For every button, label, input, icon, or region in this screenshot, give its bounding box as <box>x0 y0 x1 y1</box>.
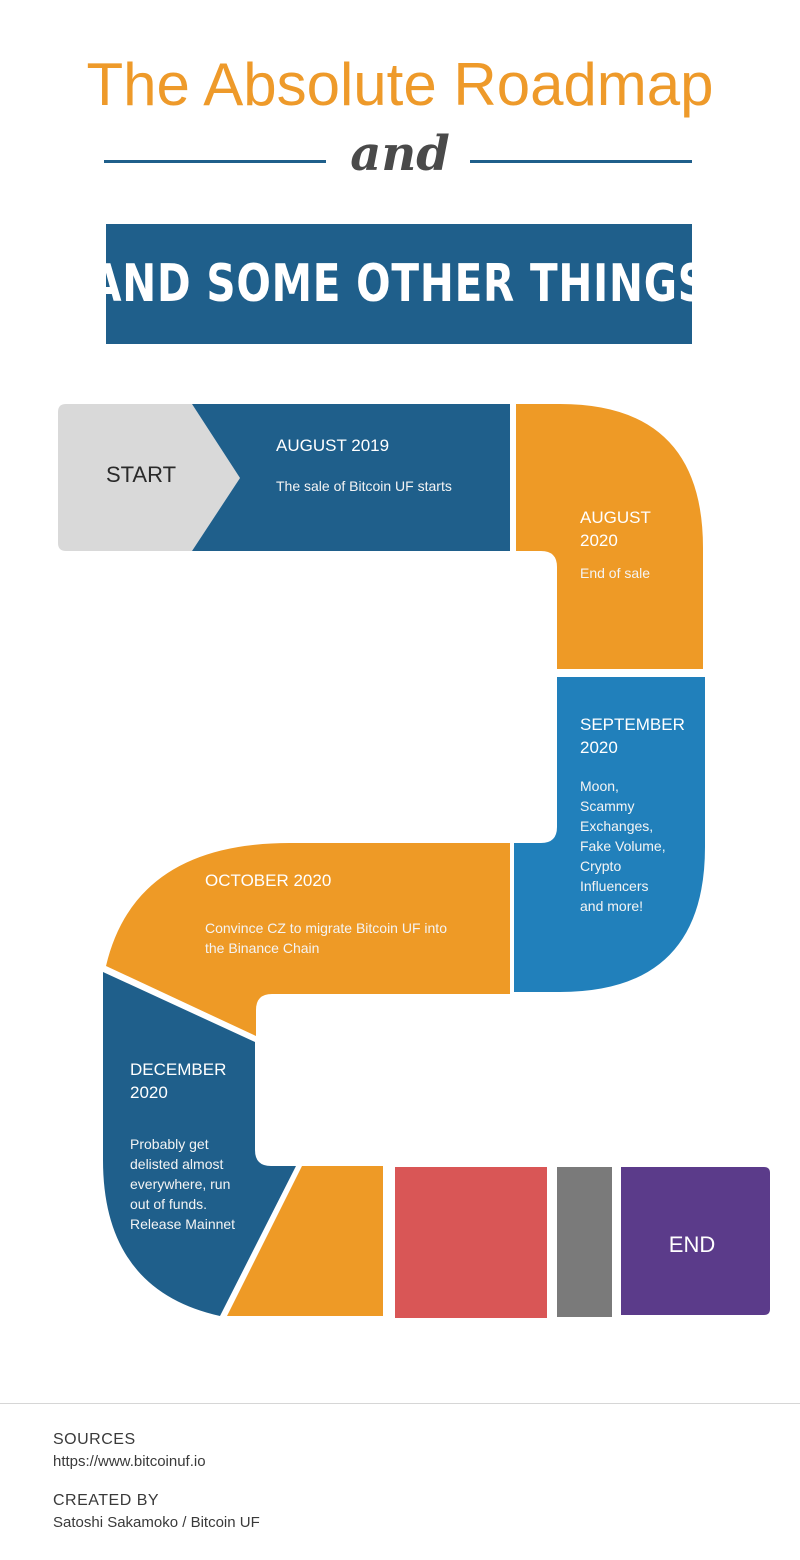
milestone-date-line: AUGUST <box>580 508 651 527</box>
milestone-description-line: Moon, <box>580 778 619 794</box>
segment-red <box>395 1167 547 1318</box>
milestone-description-line: delisted almost <box>130 1156 224 1172</box>
milestone-date: DECEMBER 2020 <box>130 1058 226 1104</box>
milestone-description: The sale of Bitcoin UF starts <box>276 478 452 494</box>
segment-gray <box>557 1167 612 1317</box>
milestone-description: Probably get delisted almost everywhere,… <box>130 1134 235 1234</box>
footer-divider <box>0 1403 800 1404</box>
milestone-description: Moon, Scammy Exchanges, Fake Volume, Cry… <box>580 776 666 916</box>
connector-word: and <box>350 126 450 182</box>
milestone-description: End of sale <box>580 565 651 581</box>
milestone-date: OCTOBER 2020 <box>205 871 332 890</box>
milestone-description-line: Fake Volume, <box>580 838 666 854</box>
start-block <box>58 404 240 551</box>
segment-september-2020 <box>514 677 705 992</box>
title-divider-left <box>104 160 326 163</box>
segment-october-2020 <box>106 843 510 1036</box>
subtitle-banner: AND SOME OTHER THINGS <box>90 224 707 344</box>
milestone-description-line: Convince CZ to migrate Bitcoin UF into <box>205 920 447 936</box>
segment-bottom-orange <box>227 1166 383 1316</box>
milestone-date: AUGUST 2020 <box>580 506 651 552</box>
milestone-date-line: 2020 <box>580 738 618 757</box>
milestone-description-line: Scammy <box>580 798 635 814</box>
roadmap-path <box>58 404 770 1318</box>
milestone-description-line: Release Mainnet <box>130 1216 236 1232</box>
milestone-description-line: Probably get <box>130 1136 209 1152</box>
milestone-date-line: 2020 <box>580 531 618 550</box>
milestone-description-line: Crypto <box>580 858 622 874</box>
milestone-description-line: everywhere, run <box>130 1176 231 1192</box>
segment-december-2020 <box>103 972 296 1316</box>
milestone-description-line: Influencers <box>580 878 649 894</box>
milestone-description: Convince CZ to migrate Bitcoin UF into t… <box>205 918 447 958</box>
subtitle-banner-text: AND SOME OTHER THINGS <box>90 254 708 314</box>
segment-august-2019 <box>192 404 510 551</box>
start-label: START <box>105 462 177 487</box>
milestone-date-line: DECEMBER <box>130 1060 227 1079</box>
segment-august-2020 <box>516 404 703 669</box>
milestone-date: SEPTEMBER 2020 <box>580 713 685 759</box>
created-by-heading: CREATED BY <box>53 1492 160 1509</box>
milestone-description-line: and more! <box>580 898 644 914</box>
page-title: The Absolute Roadmap <box>86 51 714 118</box>
end-block <box>621 1167 770 1315</box>
milestone-date: AUGUST 2019 <box>276 436 390 455</box>
milestone-description-line: Exchanges, <box>580 818 654 834</box>
created-by-value: Satoshi Sakamoko / Bitcoin UF <box>53 1514 260 1531</box>
title-divider-right <box>470 160 692 163</box>
sources-link[interactable]: https://www.bitcoinuf.io <box>53 1453 206 1470</box>
milestone-date-line: 2020 <box>130 1083 168 1102</box>
milestone-description-line: out of funds. <box>130 1196 208 1212</box>
milestone-description-line: the Binance Chain <box>205 940 320 956</box>
end-label: END <box>668 1232 716 1257</box>
sources-heading: SOURCES <box>53 1431 136 1448</box>
milestone-date-line: SEPTEMBER <box>580 715 685 734</box>
